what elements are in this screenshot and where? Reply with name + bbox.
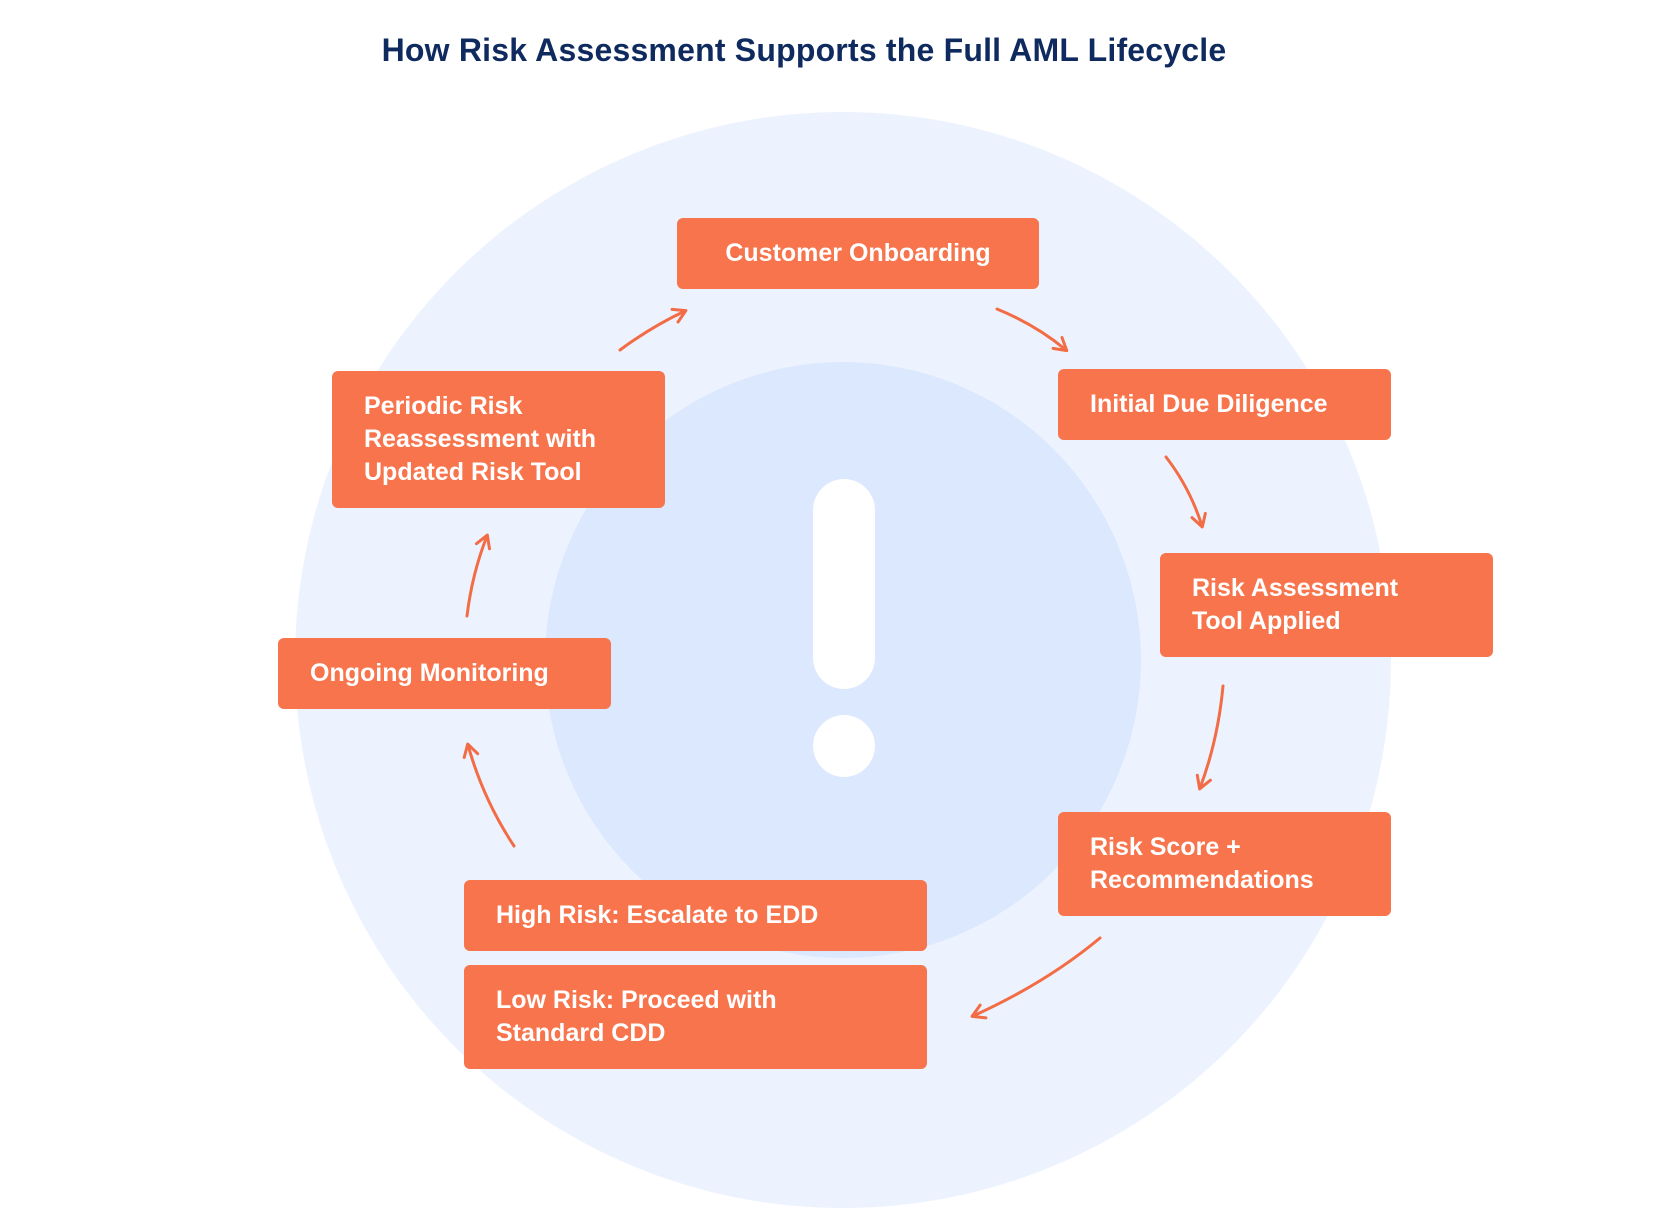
exclamation-icon <box>813 479 875 777</box>
arrow-reassessment-to-onboarding <box>618 307 688 352</box>
node-initial-due-diligence: Initial Due Diligence <box>1058 369 1391 440</box>
diagram-title: How Risk Assessment Supports the Full AM… <box>381 32 1227 68</box>
arrow-monitoring-to-reassessment <box>465 533 491 618</box>
node-low-risk: Low Risk: Proceed with Standard CDD <box>464 965 927 1069</box>
node-risk-score: Risk Score + Recommendations <box>1058 812 1391 916</box>
arrow-diligence-to-assessment <box>1164 455 1207 529</box>
arrow-score-to-risk-outcomes <box>970 936 1102 1020</box>
arrow-outcomes-to-monitoring <box>462 742 516 848</box>
node-customer-onboarding: Customer Onboarding <box>677 218 1039 289</box>
arrow-onboarding-to-diligence <box>995 307 1069 353</box>
node-risk-assessment-tool: Risk Assessment Tool Applied <box>1160 553 1493 657</box>
node-ongoing-monitoring: Ongoing Monitoring <box>278 638 611 709</box>
arrow-assessment-to-score <box>1195 684 1225 791</box>
node-periodic-reassessment: Periodic Risk Reassessment with Updated … <box>332 371 665 508</box>
node-high-risk: High Risk: Escalate to EDD <box>464 880 927 951</box>
